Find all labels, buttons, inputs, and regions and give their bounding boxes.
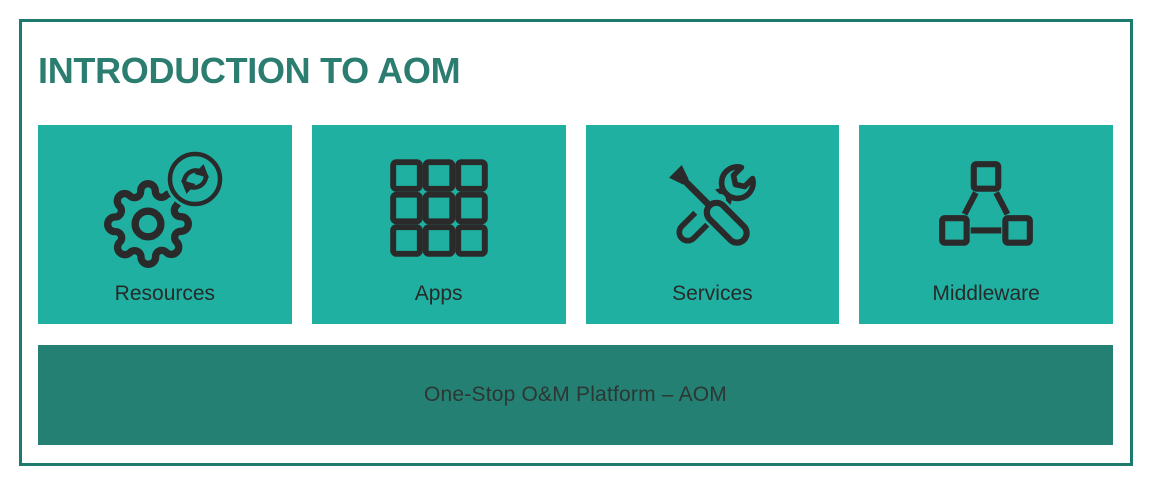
- platform-banner: One-Stop O&M Platform – AOM: [38, 345, 1113, 445]
- app-grid-icon: [389, 159, 488, 257]
- card-services: Services: [585, 125, 840, 324]
- card-label-apps: Apps: [414, 282, 463, 305]
- card-label-services: Services: [672, 282, 753, 305]
- platform-banner-label: One-Stop O&M Platform – AOM: [424, 383, 727, 406]
- card-label-middleware: Middleware: [932, 282, 1040, 305]
- card-label-resources: Resources: [114, 282, 216, 305]
- card-apps: Apps: [311, 125, 566, 324]
- content-frame: INTRODUCTION TO AOM: [19, 19, 1133, 466]
- gear-sync-icon: [103, 148, 226, 268]
- page-title: INTRODUCTION TO AOM: [38, 50, 461, 91]
- cards-row: Resources: [38, 125, 1113, 324]
- card-resources: Resources: [38, 125, 292, 324]
- card-middleware: Middleware: [859, 125, 1113, 324]
- tools-icon: [669, 164, 757, 246]
- connected-nodes-icon: [939, 161, 1034, 246]
